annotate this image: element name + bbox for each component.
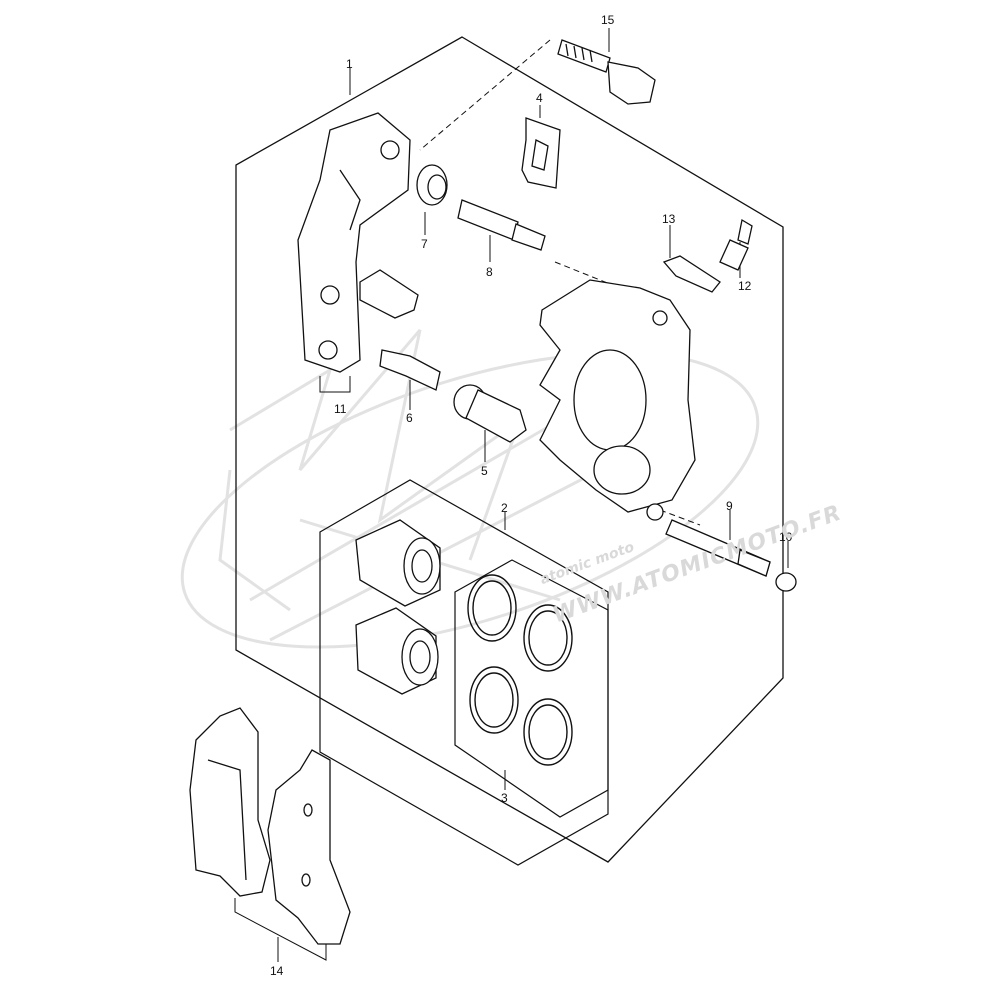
callout-14: 14 — [270, 964, 284, 978]
pin-8 — [457, 199, 546, 251]
leader-lines — [234, 28, 789, 962]
callout-13: 13 — [662, 212, 676, 226]
brake-pads-14 — [189, 707, 351, 945]
bleeder-12 — [719, 218, 753, 271]
caliper-bracket — [297, 112, 411, 373]
callout-11: 11 — [334, 402, 347, 416]
callout-10: 10 — [779, 530, 793, 544]
bolt-15 — [557, 39, 656, 105]
watermark-logo — [180, 329, 760, 649]
bleeder-cap-13 — [662, 255, 721, 293]
pin-5 — [453, 384, 527, 443]
seal-group-boundary — [454, 559, 609, 818]
plug-10 — [775, 572, 797, 592]
callout-5: 5 — [481, 464, 488, 478]
caliper-body — [539, 279, 696, 521]
pin-6 — [379, 349, 441, 391]
callout-12: 12 — [738, 279, 752, 293]
boot-7 — [416, 164, 448, 206]
callout-6: 6 — [406, 411, 413, 425]
callout-7: 7 — [421, 237, 428, 251]
callout-2: 2 — [501, 501, 508, 515]
pad-retainer — [359, 269, 419, 319]
callout-4: 4 — [536, 91, 543, 105]
callout-3: 3 — [501, 791, 508, 805]
callout-15: 15 — [601, 13, 615, 27]
callout-8: 8 — [486, 265, 493, 279]
seals-3 — [467, 574, 573, 766]
callout-9: 9 — [726, 499, 733, 513]
pistons-2 — [355, 519, 441, 695]
assembly-boundary — [235, 36, 784, 863]
piston-group-boundary — [319, 479, 609, 866]
pad-spring-4 — [521, 117, 561, 189]
pin-9 — [665, 519, 771, 577]
callout-1: 1 — [346, 57, 353, 71]
